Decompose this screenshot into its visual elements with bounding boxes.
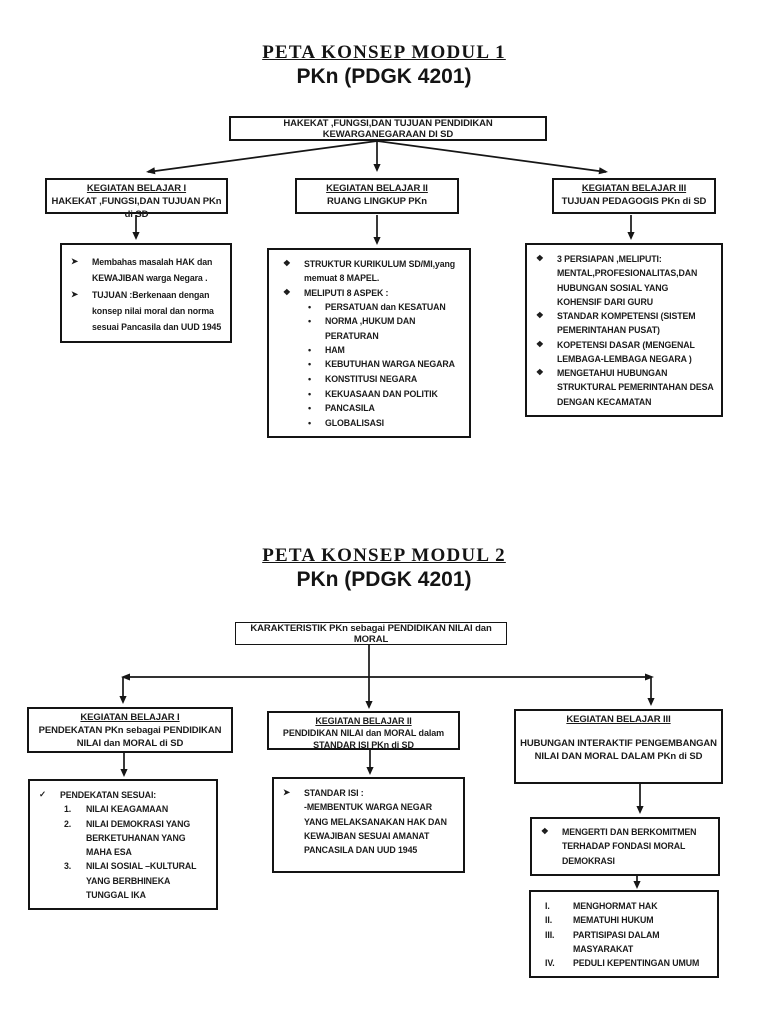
- list-item: I. MENGHORMAT HAK: [545, 899, 711, 913]
- list-item: III. PARTISIPASI DALAM MASYARAKAT: [545, 929, 660, 954]
- list-item: IV. PEDULI KEPENTINGAN UMUM: [545, 956, 711, 970]
- module1-detail2-box: ❖ STRUKTUR KURIKULUM SD/MI,yang memuat 8…: [267, 248, 471, 439]
- module2-subtitle: PKn (PDGK 4201): [296, 568, 472, 591]
- list-item: • KEBUTUHAN WARGA NEGARA: [308, 357, 463, 372]
- list-item: ❖ MENGETAHUI HUBUNGAN STRUKTURAL PEMERIN…: [536, 367, 714, 407]
- module2-kb2-body: PENDIDIKAN NILAI dan MORAL dalam STANDAR…: [282, 728, 445, 751]
- list-item: ❖ MELIPUTI 8 ASPEK :: [283, 286, 389, 298]
- list-number: 1.: [64, 804, 72, 815]
- list-item: ➤ TUJUAN :Berkenaan dengan konsep nilai …: [71, 288, 222, 333]
- list-item: • PANCASILA: [308, 401, 463, 416]
- list-item: • KEKUASAAN DAN POLITIK: [308, 387, 463, 402]
- detail2-body: -MEMBENTUK WARGA NEGAR YANG MELAKSANAKAN…: [304, 802, 447, 855]
- diamond-bullet-icon: ❖: [536, 253, 544, 263]
- list-item: ❖ MENGERTI DAN BERKOMITMEN TERHADAP FOND…: [541, 826, 697, 866]
- module2-kb1-body: PENDEKATAN PKn sebagai PENDIDIKAN NILAI …: [38, 724, 222, 749]
- diamond-bullet-icon: ❖: [541, 826, 549, 836]
- diamond-bullet-icon: ❖: [536, 338, 544, 349]
- module2-kb3-box: KEGIATAN BELAJAR III HUBUNGAN INTERAKTIF…: [514, 709, 723, 784]
- diamond-bullet-icon: ❖: [283, 258, 291, 268]
- module2-detail3-box: ❖ MENGERTI DAN BERKOMITMEN TERHADAP FOND…: [530, 817, 720, 876]
- module2-detail4-box: I. MENGHORMAT HAK II. MEMATUHI HUKUM III…: [529, 890, 719, 979]
- module2-kb2-heading: KEGIATAN BELAJAR II: [315, 716, 412, 726]
- diamond-bullet-icon: ❖: [283, 286, 291, 297]
- list-item: ❖ 3 PERSIAPAN ,MELIPUTI: MENTAL,PROFESIO…: [536, 253, 698, 307]
- list-number: 3.: [64, 861, 72, 872]
- list-item: ➤ Membahas masalah HAK dan KEWAJIBAN war…: [71, 256, 213, 284]
- module2-kb1-heading: KEGIATAN BELAJAR I: [80, 712, 180, 723]
- module2-detail1-box: ✓ PENDEKATAN SESUAI: 1. NILAI KEAGAMAAN …: [28, 779, 218, 910]
- module1-subtitle: PKn (PDGK 4201): [296, 65, 472, 88]
- module1-kb2-heading: KEGIATAN BELAJAR II: [326, 183, 428, 194]
- module1-root-label: HAKEKAT ,FUNGSI,DAN TUJUAN PENDIDIKAN KE…: [283, 117, 493, 140]
- module1-kb3-body: TUJUAN PEDAGOGIS PKn di SD: [561, 195, 707, 207]
- list-item: • HAM: [308, 343, 463, 358]
- module2-detail2-box: ➤ STANDAR ISI : -MEMBENTUK WARGA NEGAR Y…: [272, 777, 465, 873]
- detail2-heading: STANDAR ISI :: [304, 788, 364, 798]
- module1-root-box: HAKEKAT ,FUNGSI,DAN TUJUAN PENDIDIKAN KE…: [229, 116, 547, 141]
- list-item: 1. NILAI KEAGAMAAN: [64, 802, 210, 816]
- list-item: 2. NILAI DEMOKRASI YANG BERKETUHANAN YAN…: [64, 818, 191, 858]
- list-item: • KONSTITUSI NEGARA: [308, 372, 463, 387]
- list-item: ❖ STRUKTUR KURIKULUM SD/MI,yang memuat 8…: [283, 258, 456, 284]
- dot-bullet-icon: •: [308, 316, 312, 327]
- dot-bullet-icon: •: [308, 344, 312, 355]
- list-item: • PERSATUAN dan KESATUAN: [308, 300, 463, 315]
- module1-kb1-box: KEGIATAN BELAJAR I HAKEKAT ,FUNGSI,DAN T…: [45, 178, 228, 220]
- module1-kb2-box: KEGIATAN BELAJAR II RUANG LINGKUP PKn: [295, 178, 459, 214]
- module2-root-box: KARAKTERISTIK PKn sebagai PENDIDIKAN NIL…: [235, 622, 507, 645]
- arrow-bullet-icon: ➤: [71, 288, 79, 299]
- arrow-bullet-icon: ➤: [71, 256, 79, 266]
- module2-kb1-box: KEGIATAN BELAJAR I PENDEKATAN PKn sebaga…: [27, 707, 233, 753]
- check-bullet-icon: ✓: [39, 789, 47, 799]
- module2-kb3-body: HUBUNGAN INTERAKTIF PENGEMBANGAN NILAI D…: [520, 737, 717, 762]
- module1-kb2-body: RUANG LINGKUP PKn: [327, 195, 427, 207]
- dot-bullet-icon: •: [308, 388, 312, 399]
- module2-kb2-box: KEGIATAN BELAJAR II PENDIDIKAN NILAI dan…: [267, 711, 460, 750]
- dot-bullet-icon: •: [308, 403, 312, 414]
- module2-root-label: KARAKTERISTIK PKn sebagai PENDIDIKAN NIL…: [250, 622, 492, 645]
- list-item: ➤ STANDAR ISI : -MEMBENTUK WARGA NEGAR Y…: [283, 786, 457, 857]
- roman-number: IV.: [545, 958, 555, 968]
- list-item: 3. NILAI SOSIAL –KULTURAL YANG BERBHINEK…: [64, 861, 197, 900]
- module1-detail3-box: ❖ 3 PERSIAPAN ,MELIPUTI: MENTAL,PROFESIO…: [525, 243, 723, 417]
- module2-kb3-heading: KEGIATAN BELAJAR III: [566, 714, 671, 725]
- dot-bullet-icon: •: [308, 301, 312, 312]
- list-item: ✓ PENDEKATAN SESUAI:: [39, 789, 157, 800]
- roman-number: II.: [545, 915, 553, 926]
- module1-kb1-heading: KEGIATAN BELAJAR I: [86, 183, 187, 194]
- list-item: II. MEMATUHI HUKUM: [545, 913, 711, 927]
- diamond-bullet-icon: ❖: [536, 367, 544, 377]
- module1-title: PETA KONSEP MODUL 1: [262, 42, 506, 63]
- module1-kb3-heading: KEGIATAN BELAJAR III: [581, 183, 687, 194]
- module1-detail1-box: ➤ Membahas masalah HAK dan KEWAJIBAN war…: [60, 243, 232, 344]
- module1-kb3-box: KEGIATAN BELAJAR III TUJUAN PEDAGOGIS PK…: [552, 178, 716, 214]
- list-item: ❖ STANDAR KOMPETENSI (SISTEM PEMERINTAHA…: [536, 310, 696, 336]
- dot-bullet-icon: •: [308, 417, 312, 428]
- module1-kb1-body: HAKEKAT ,FUNGSI,DAN TUJUAN PKn di SD: [51, 195, 222, 220]
- dot-bullet-icon: •: [308, 373, 312, 384]
- diamond-bullet-icon: ❖: [536, 310, 544, 320]
- module2-title: PETA KONSEP MODUL 2: [262, 545, 506, 566]
- roman-number: I.: [545, 901, 550, 911]
- roman-number: III.: [545, 929, 555, 940]
- list-number: 2.: [64, 818, 72, 829]
- list-item: • GLOBALISASI: [308, 416, 463, 431]
- list-item: ❖ KOPETENSI DASAR (MENGENAL LEMBAGA-LEMB…: [536, 338, 695, 364]
- list-item: • NORMA ,HUKUM DAN PERATURAN: [308, 316, 416, 341]
- dot-bullet-icon: •: [308, 359, 312, 370]
- arrow-bullet-icon: ➤: [283, 787, 291, 797]
